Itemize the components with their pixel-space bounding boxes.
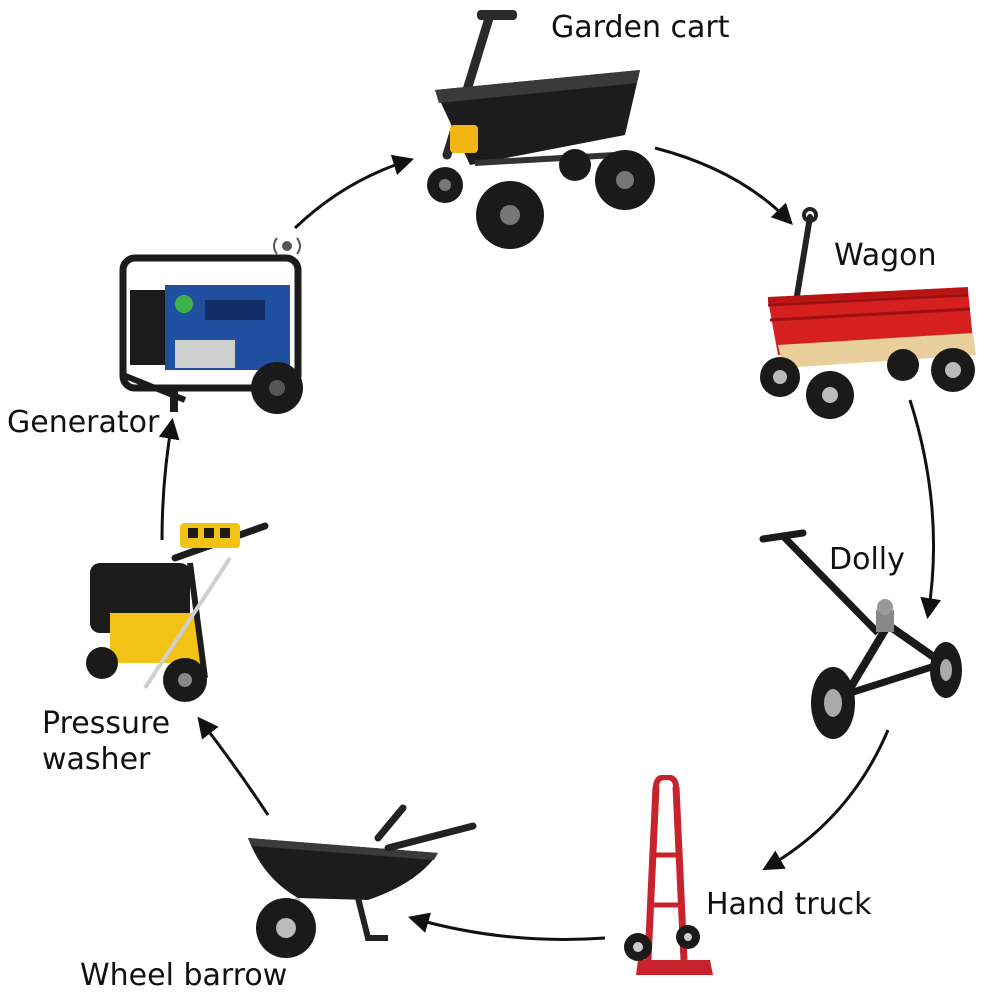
label-generator: Generator <box>7 405 160 440</box>
arrow-dolly-to-hand-truck <box>762 729 890 871</box>
label-garden-cart: Garden cart <box>551 10 730 45</box>
arrow-pressure-washer-to-generator <box>158 417 180 541</box>
arrow-garden-cart-to-wagon <box>654 146 793 226</box>
arrow-generator-to-garden-cart <box>293 154 415 230</box>
label-wagon: Wagon <box>834 238 937 273</box>
label-dolly: Dolly <box>829 542 905 577</box>
trailer-dolly-icon <box>759 529 962 739</box>
wagon-icon <box>760 207 976 419</box>
remote-signal-icon <box>273 237 301 255</box>
hand-truck-icon <box>624 775 713 975</box>
generator-icon <box>119 237 303 414</box>
arrow-wagon-to-dolly <box>908 399 942 620</box>
arrow-hand-truck-to-wheel-barrow <box>407 912 606 941</box>
label-wheel-barrow: Wheel barrow <box>80 958 288 993</box>
garden-cart-icon <box>427 10 655 249</box>
arrow-wheel-barrow-to-pressure-washer <box>197 716 270 816</box>
label-pressure-washer-line2: washer <box>42 742 151 777</box>
label-pressure-washer: Pressure washer <box>42 706 170 778</box>
wheelbarrow-icon <box>248 804 477 958</box>
label-pressure-washer-line1: Pressure <box>42 706 171 741</box>
pressure-washer-icon <box>86 522 269 702</box>
label-hand-truck: Hand truck <box>706 887 872 922</box>
